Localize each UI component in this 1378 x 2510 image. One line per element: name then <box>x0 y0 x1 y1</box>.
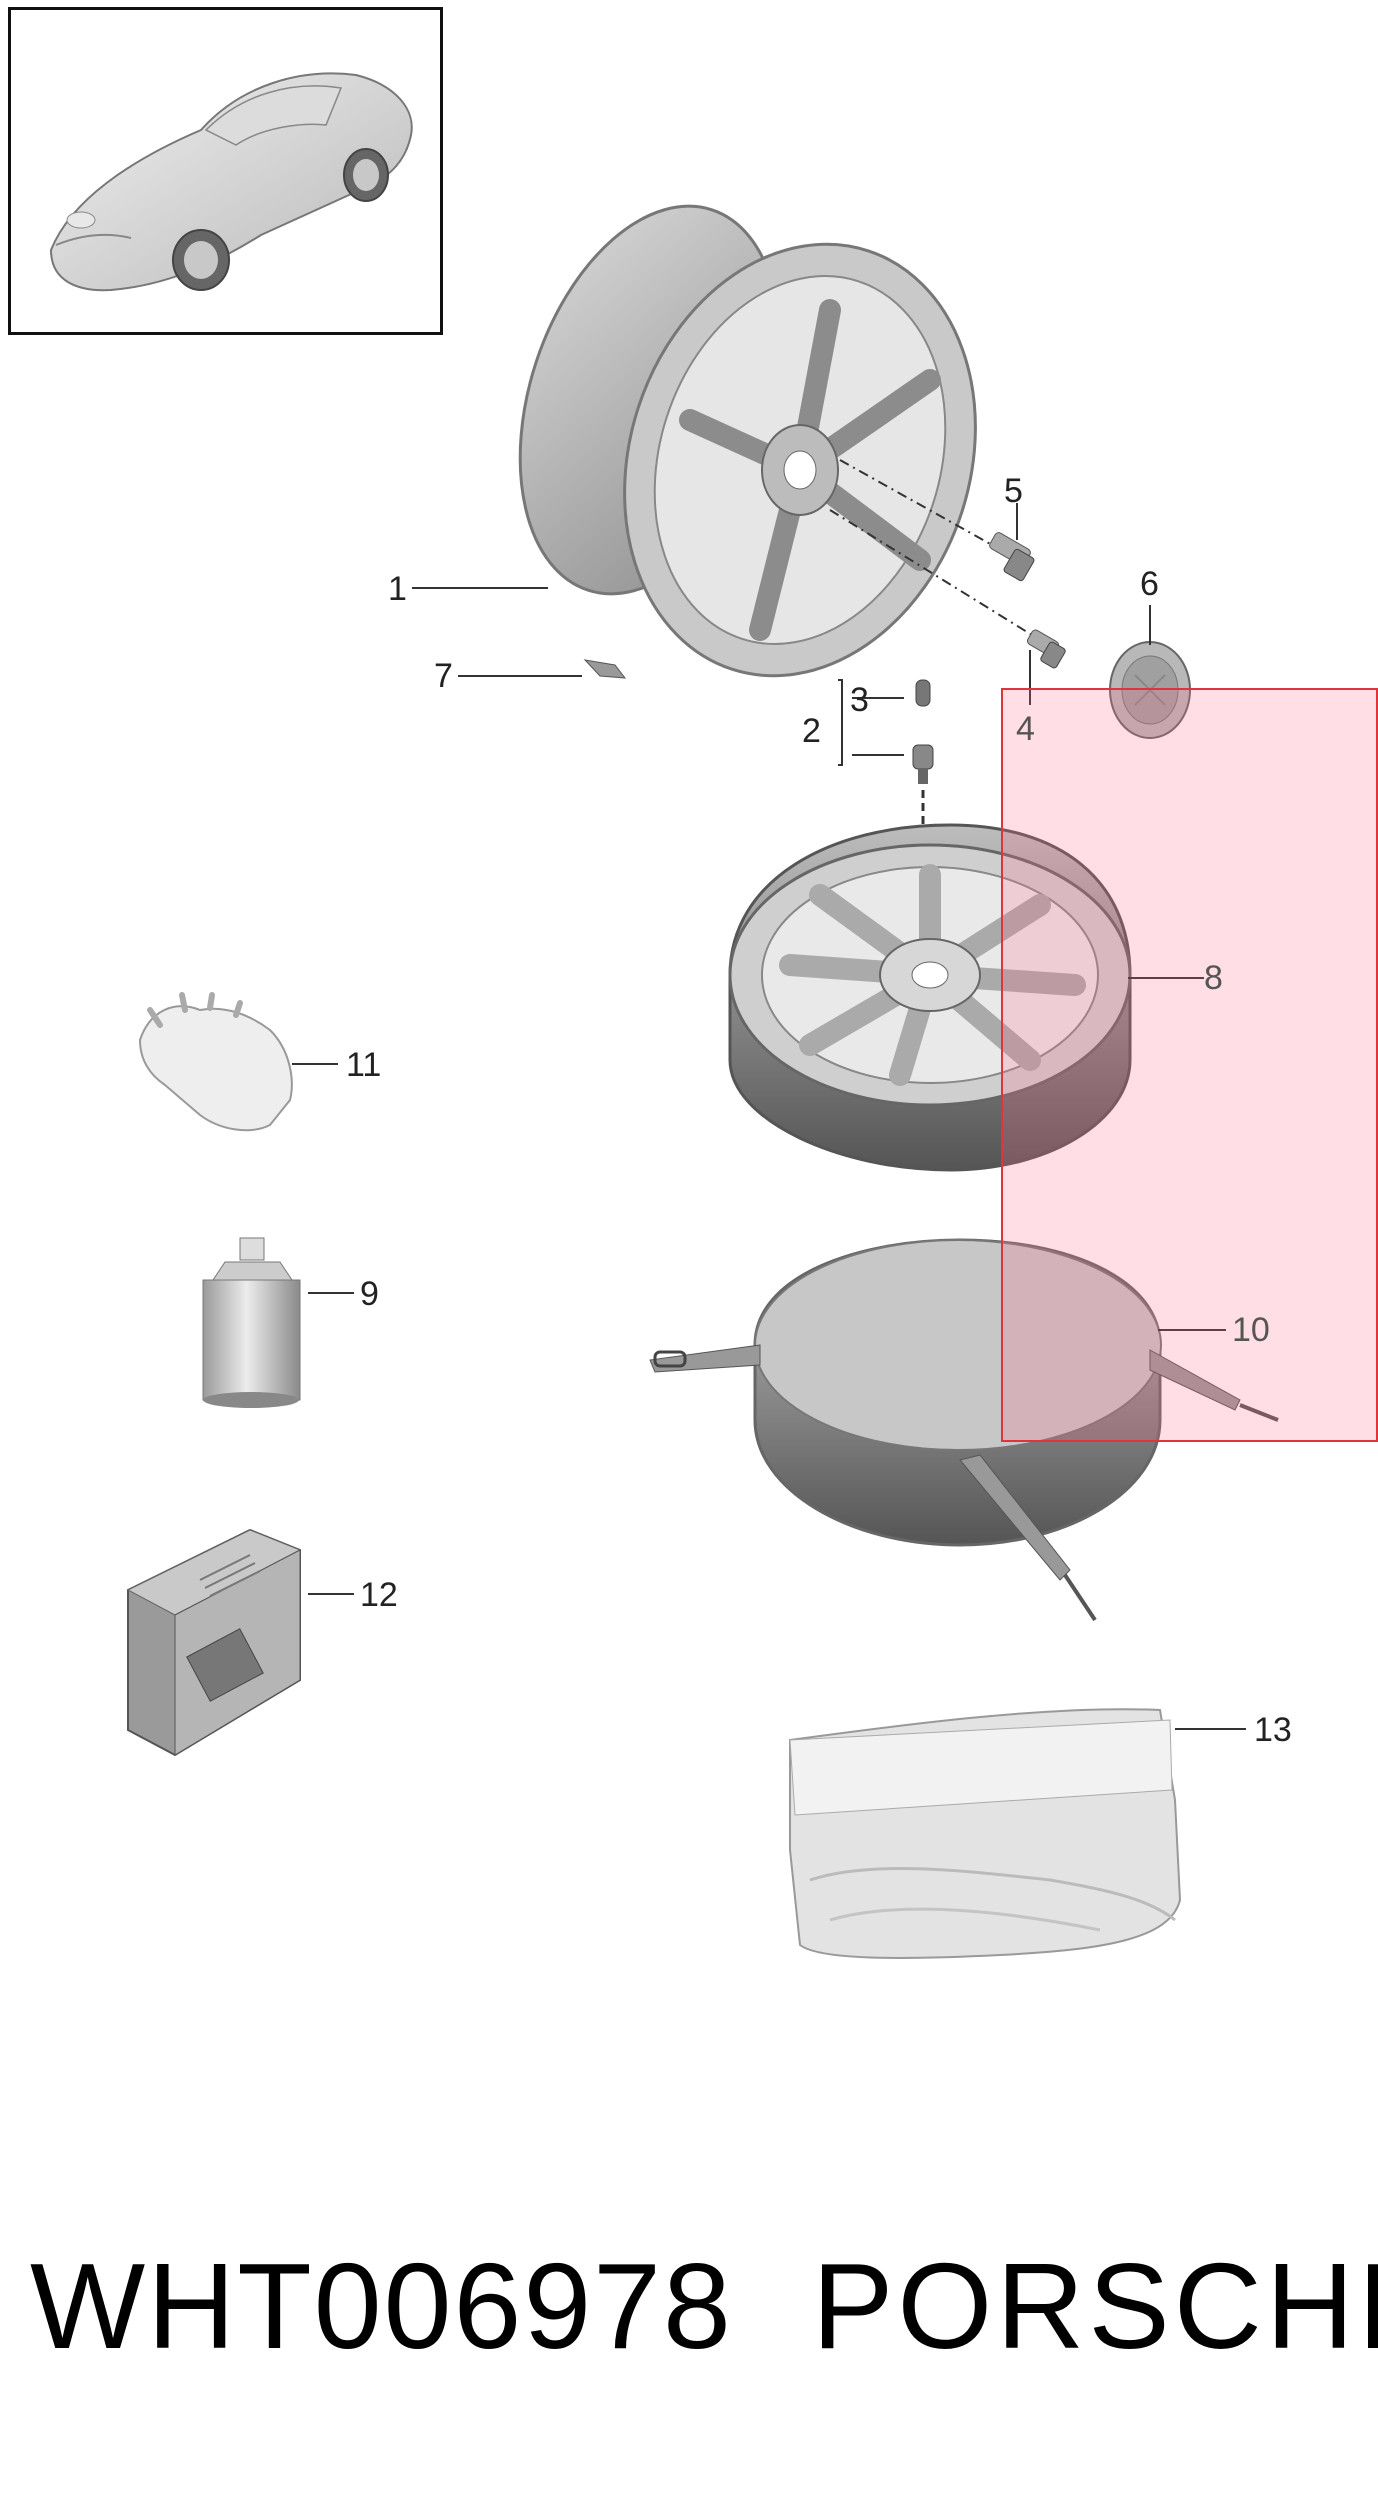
highlight-region <box>1001 688 1378 1442</box>
callout-8: 8 <box>1204 959 1223 997</box>
callout-6: 6 <box>1140 565 1159 603</box>
callout-5: 5 <box>1004 472 1023 510</box>
vehicle-thumbnail <box>8 7 443 335</box>
callout-9: 9 <box>360 1275 379 1313</box>
spare-wheel-bag <box>649 1238 1279 1622</box>
lock-bolt <box>1026 629 1066 669</box>
callout-7: 7 <box>434 657 453 695</box>
balance-weight <box>583 659 627 679</box>
gloves <box>138 992 293 1132</box>
part-number: WHT006978 <box>30 2238 733 2374</box>
callout-3: 3 <box>850 681 869 719</box>
spare-wheel <box>728 823 1132 1172</box>
parts-diagram <box>126 204 1279 1959</box>
protective-bag <box>789 1708 1182 1959</box>
callout-1: 1 <box>388 570 407 608</box>
brand-name: PORSCHE <box>812 2238 1378 2374</box>
callout-2: 2 <box>802 712 821 750</box>
wheel-bolt <box>989 532 1035 582</box>
car-illustration <box>49 72 413 292</box>
valve-sensor <box>912 679 934 865</box>
callout-10: 10 <box>1232 1311 1270 1349</box>
callout-12: 12 <box>360 1576 398 1614</box>
sealant-bottle <box>202 1237 301 1408</box>
callout-4: 4 <box>1016 710 1035 748</box>
leader-lines <box>292 503 1246 1730</box>
compressor <box>126 1528 302 1757</box>
callout-13: 13 <box>1254 1711 1292 1749</box>
center-cap <box>1109 641 1191 739</box>
alloy-wheel-rim <box>518 204 977 678</box>
callout-11: 11 <box>346 1046 382 1084</box>
